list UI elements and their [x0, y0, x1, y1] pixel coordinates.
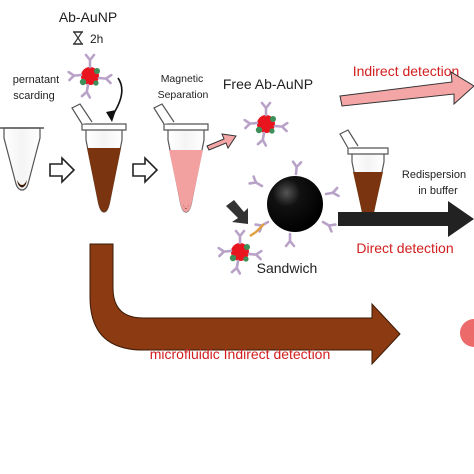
hollow-arrow-1: [49, 156, 76, 184]
direct-detection-label: Direct detection: [356, 240, 453, 256]
pink-arrow-free: [206, 133, 237, 151]
curved-arrow-head: [106, 110, 116, 122]
black-arrow-small: [226, 200, 248, 224]
microfluidic-detection-label: microfluidic Indirect detection: [150, 346, 331, 362]
curved-arrow: [111, 77, 123, 117]
analyte-linker: [249, 223, 265, 237]
redispersion-label-1: Redispersion: [402, 169, 466, 181]
microtube-redispersion: [339, 129, 389, 221]
microfluidic-arrow: [89, 243, 401, 366]
indirect-detection-label: Indirect detection: [353, 63, 460, 79]
black-arrow-direct: [338, 201, 474, 237]
supernatant-label-1: pernatant: [13, 74, 59, 86]
redispersion-label-2: in buffer: [418, 185, 458, 197]
free-gold-nanoparticle-icon: [245, 103, 288, 146]
pink-arrow-indirect: [339, 71, 474, 107]
microtube-pink: [153, 103, 209, 213]
magnetic-label-2: Separation: [158, 89, 209, 101]
gold-nanoparticle-icon: [69, 55, 112, 98]
incubation-time: 2h: [90, 32, 103, 46]
hollow-arrow-2: [132, 156, 159, 184]
hourglass-icon: [72, 31, 84, 45]
sandwich-label: Sandwich: [257, 260, 318, 276]
magnetic-label-1: Magnetic: [161, 73, 204, 85]
sandwich-gold-nanoparticle-icon: [219, 231, 262, 274]
supernatant-label-2: scarding: [13, 90, 55, 102]
free-aunp-label: Free Ab-AuNP: [223, 76, 313, 92]
reagent-label: Ab-AuNP: [59, 9, 117, 25]
partial-red-disc: [460, 319, 474, 347]
microtube-icon: [0, 127, 44, 191]
microtube-brown: [71, 103, 127, 213]
magnetic-bead-icon: [248, 160, 340, 248]
